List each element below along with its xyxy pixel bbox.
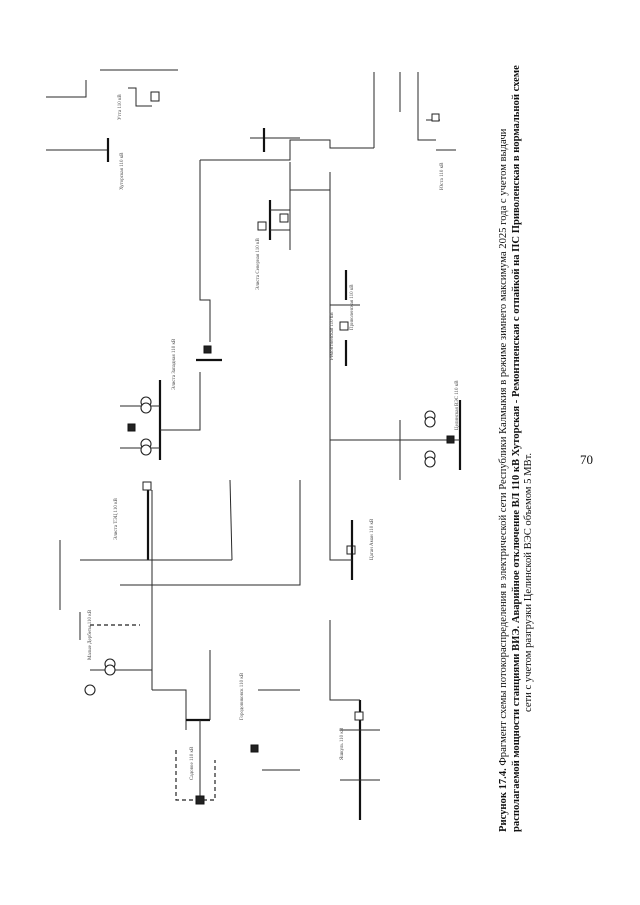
- line-110kv: [329, 620, 360, 701]
- disconnected-line: [175, 750, 216, 801]
- station-label: Хуторская 110 кВ: [120, 152, 125, 190]
- station-label: Садовое 110 кВ: [190, 746, 195, 780]
- breaker-closed-symbol: [127, 423, 136, 432]
- feeder-line: [340, 729, 380, 781]
- breaker-symbol: [150, 91, 160, 102]
- tie-line: [120, 405, 160, 449]
- line-110kv: [152, 689, 187, 730]
- breaker-symbol: [142, 481, 152, 491]
- breaker-symbol: [279, 213, 289, 223]
- transformer-symbol: [424, 416, 436, 428]
- transformer-symbol: [140, 444, 152, 456]
- breaker-symbol: [257, 221, 267, 231]
- station-label: Ремонтненская 110 кВ: [330, 312, 335, 360]
- line-110kv: [329, 440, 352, 561]
- transformer-symbol: [140, 402, 152, 414]
- figure-caption: Рисунок 17.4. Фрагмент схемы потокораспр…: [498, 65, 536, 832]
- station-label: Цаган Аман 110 кВ: [370, 518, 375, 560]
- station-label: Малые Дербеты 110 кВ: [88, 609, 93, 660]
- station-label: Целинская ВЭС 110 кВ: [455, 380, 460, 430]
- breaker-closed-symbol: [446, 435, 455, 444]
- page-number: 70: [580, 452, 593, 467]
- tie-line: [270, 209, 290, 231]
- feeder-line: [46, 80, 87, 98]
- breaker-symbol: [354, 711, 364, 721]
- caption-line-3: сети с учетом разгрузки Целинской ВЭС об…: [523, 452, 535, 712]
- caption-line-2: располагаемой мощности станциями ВИЭ. Ав…: [510, 65, 522, 832]
- station-label: Юста 110 кВ: [440, 162, 445, 190]
- caption-line-1: Рисунок 17.4. Фрагмент схемы потокораспр…: [498, 65, 511, 832]
- station-label: Элиста ТЭЦ 110 кВ: [114, 498, 119, 540]
- generator-symbol: [84, 684, 96, 696]
- breaker-closed-symbol: [203, 345, 212, 354]
- caption-lead: Рисунок 17.4.: [498, 768, 509, 832]
- station-label: Элиста Северная 110 кВ: [256, 238, 261, 290]
- feeder-line: [417, 72, 436, 141]
- line-110kv: [229, 479, 233, 561]
- line-110kv: [199, 160, 211, 342]
- line-110kv: [160, 372, 201, 431]
- feeder-line: [258, 689, 300, 771]
- line-110kv: [200, 139, 374, 161]
- transformer-symbol: [424, 456, 436, 468]
- caption-line-1-text: Фрагмент схемы потокораспределения в эле…: [498, 128, 509, 769]
- station-label: Городовиковск 110 кВ: [240, 672, 245, 720]
- station-label: Утта 110 кВ: [118, 94, 123, 120]
- breaker-symbol: [431, 113, 440, 122]
- station-label: Элиста Западная 110 кВ: [172, 338, 177, 390]
- station-label: Яшкуль 110 кВ: [340, 727, 345, 760]
- station-label: Приволенская 110 кВ: [350, 284, 355, 330]
- line-110kv: [120, 480, 301, 586]
- breaker-closed-symbol: [250, 744, 259, 753]
- line-110kv: [289, 162, 330, 191]
- breaker-symbol: [339, 321, 349, 331]
- feeder-line: [128, 87, 152, 107]
- transformer-symbol: [104, 664, 116, 676]
